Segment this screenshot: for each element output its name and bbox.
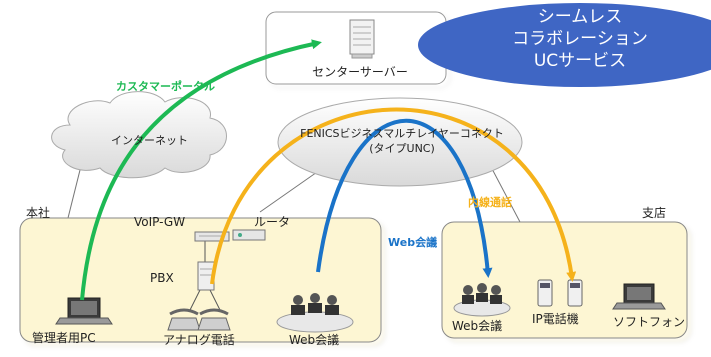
web-meeting-arrow <box>316 118 493 278</box>
internet-cloud <box>51 91 227 179</box>
web-meeting-label: Web会議 <box>388 236 438 249</box>
customer-portal-arrow <box>80 39 322 301</box>
pbx-device <box>197 261 215 291</box>
hq-web-conference-label: Web会議 <box>289 333 340 347</box>
voip-gw-device <box>194 231 230 242</box>
link-pbx-phone1 <box>189 289 201 311</box>
extension-call-arrow <box>210 107 577 285</box>
uc-line-2: コラボレーション <box>512 29 648 49</box>
web-conference-icon <box>276 293 354 333</box>
ip-phone-icon <box>537 279 583 307</box>
link-pbx-phone2 <box>209 289 221 311</box>
link-network-hq <box>259 169 321 213</box>
branch-web-conference-label: Web会議 <box>452 319 503 333</box>
server-icon <box>349 19 375 59</box>
link-internet-hq <box>67 169 81 219</box>
uc-service-bubble <box>418 3 711 87</box>
analog-phone-label: アナログ電話 <box>163 333 235 347</box>
softphone-label: ソフトフォン <box>613 315 686 329</box>
network-label-1: FENICSビジネスマルチレイヤーコネクト <box>300 127 504 140</box>
router-device <box>232 229 266 241</box>
softphone-laptop-icon <box>612 283 666 310</box>
network-label-2: (タイプUNC) <box>369 142 435 155</box>
uc-service-text: シームレス コラボレーション UCサービス <box>480 6 680 72</box>
analog-phone-icon <box>167 308 231 331</box>
pbx-label: PBX <box>150 271 174 285</box>
extension-call-label: 内線通話 <box>468 196 512 209</box>
admin-pc-label: 管理者用PC <box>32 331 96 345</box>
internet-label: インターネット <box>111 134 188 147</box>
hq-title: 本社 <box>26 206 51 220</box>
router-label: ルータ <box>254 215 291 229</box>
link-network-branch <box>489 164 521 223</box>
voip-gw-label: VoIP-GW <box>134 215 186 229</box>
ip-phone-label: IP電話機 <box>532 312 579 326</box>
laptop-icon <box>55 297 113 325</box>
uc-line-3: UCサービス <box>533 51 627 71</box>
branch-web-conference-icon <box>453 283 511 317</box>
branch-title: 支店 <box>642 206 667 220</box>
customer-portal-label: カスタマーポータル <box>116 80 215 93</box>
center-server-label: センターサーバー <box>312 65 408 79</box>
uc-line-1: シームレス <box>537 7 623 27</box>
